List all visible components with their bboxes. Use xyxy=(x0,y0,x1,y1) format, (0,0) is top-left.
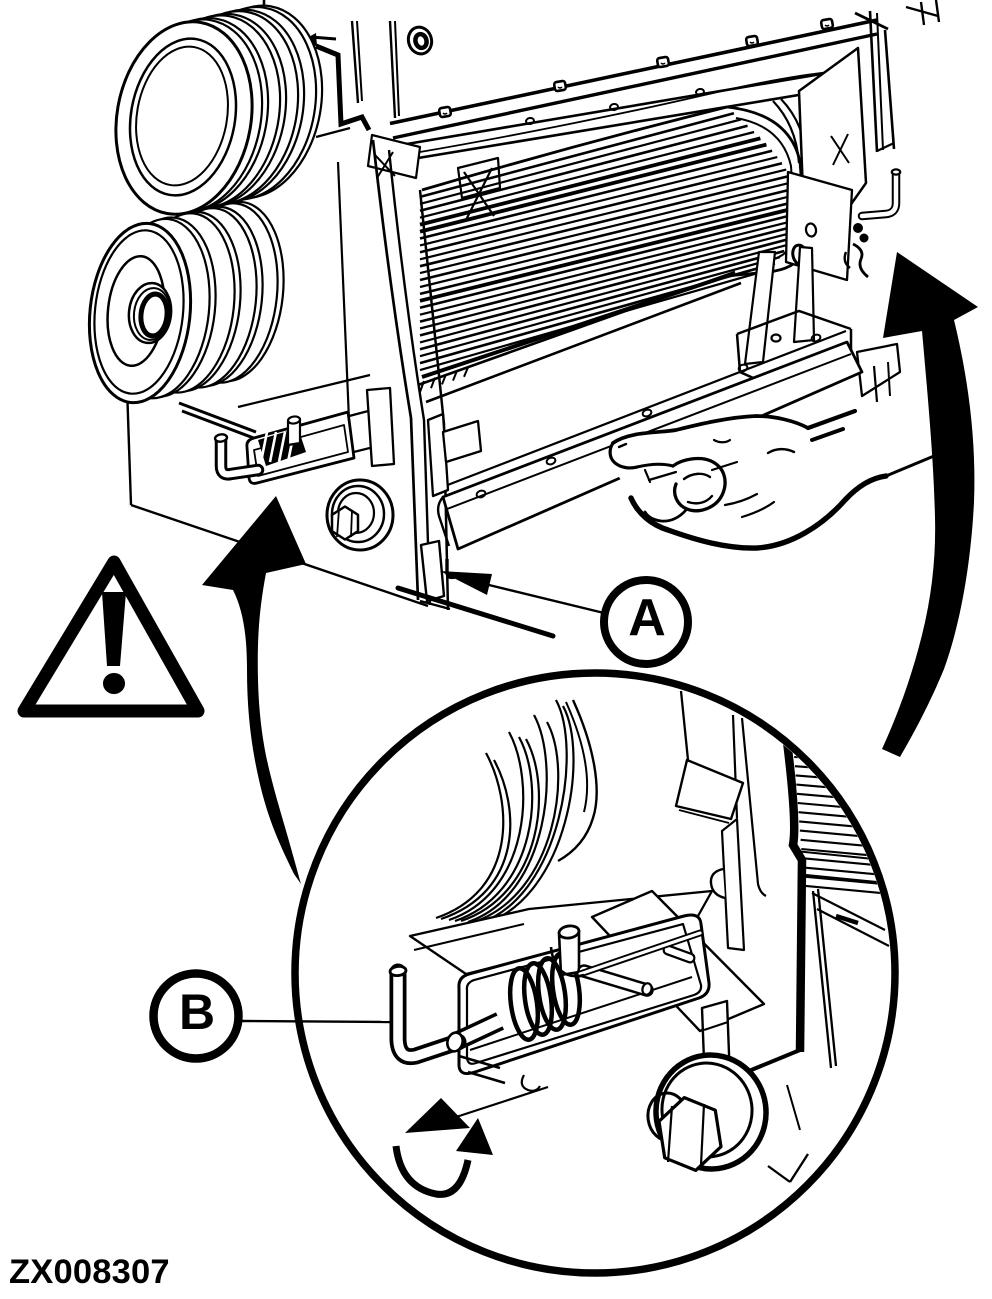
svg-text:ZX008307: ZX008307 xyxy=(9,1253,170,1291)
svg-text:A: A xyxy=(628,589,666,647)
svg-text:B: B xyxy=(179,984,215,1040)
